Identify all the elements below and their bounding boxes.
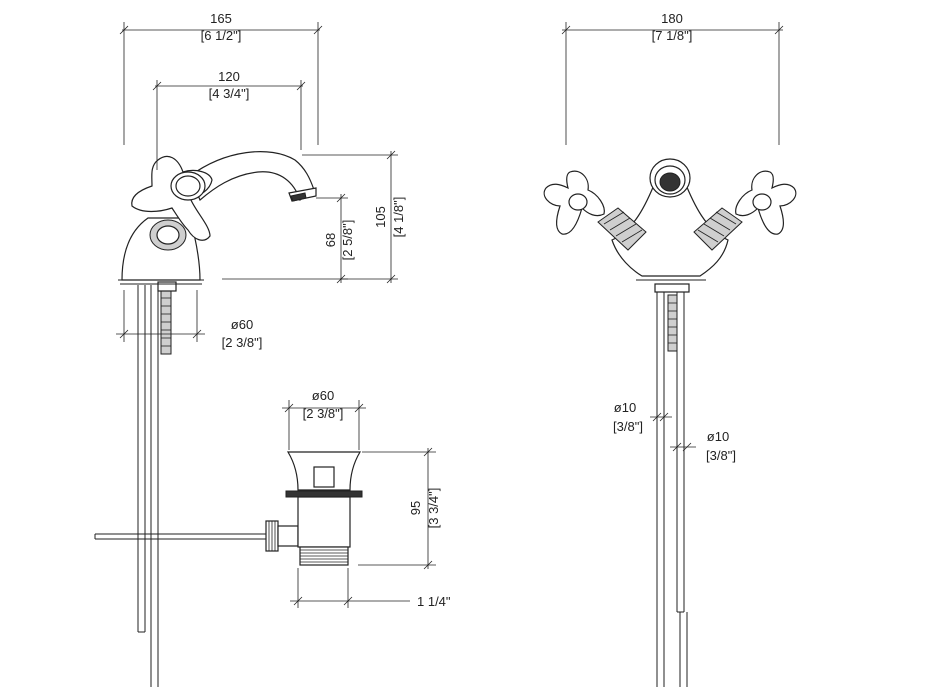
- drain-height-mm: 95: [408, 501, 423, 515]
- base-dia-mm: ø60: [231, 317, 253, 332]
- side-width-mm: 165: [210, 11, 232, 26]
- drain-dia-in: [2 3/8"]: [303, 406, 344, 421]
- spout-reach-mm: 120: [218, 69, 240, 84]
- side-view: 165 [6 1/2"] 120 [4 3/4"] 68 [2 5/8"]: [116, 11, 406, 687]
- spout-reach-in: [4 3/4"]: [209, 86, 250, 101]
- front-width-mm: 180: [661, 11, 683, 26]
- spout-height-in: [2 5/8"]: [340, 220, 355, 261]
- hose-dia-left-in: [3/8"]: [613, 419, 643, 434]
- drain-thread: 1 1/4": [417, 594, 451, 609]
- hose-dia-right-in: [3/8"]: [706, 448, 736, 463]
- base-dia-in: [2 3/8"]: [222, 335, 263, 350]
- front-width-in: [7 1/8"]: [652, 28, 693, 43]
- front-view: 180 [7 1/8"] ø10 [3/8"] ø10 [3/8"]: [543, 11, 797, 687]
- side-width-in: [6 1/2"]: [201, 28, 242, 43]
- hose-dia-left-mm: ø10: [614, 400, 636, 415]
- drain-view: ø60 [2 3/8"] 95 [3 3/4"] 1 1/4": [94, 388, 451, 609]
- drain-height-in: [3 3/4"]: [426, 488, 441, 529]
- total-height-in: [4 1/8"]: [391, 197, 406, 238]
- drain-dia-mm: ø60: [312, 388, 334, 403]
- hose-dia-right-mm: ø10: [707, 429, 729, 444]
- spout-height-mm: 68: [323, 233, 338, 247]
- total-height-mm: 105: [373, 206, 388, 228]
